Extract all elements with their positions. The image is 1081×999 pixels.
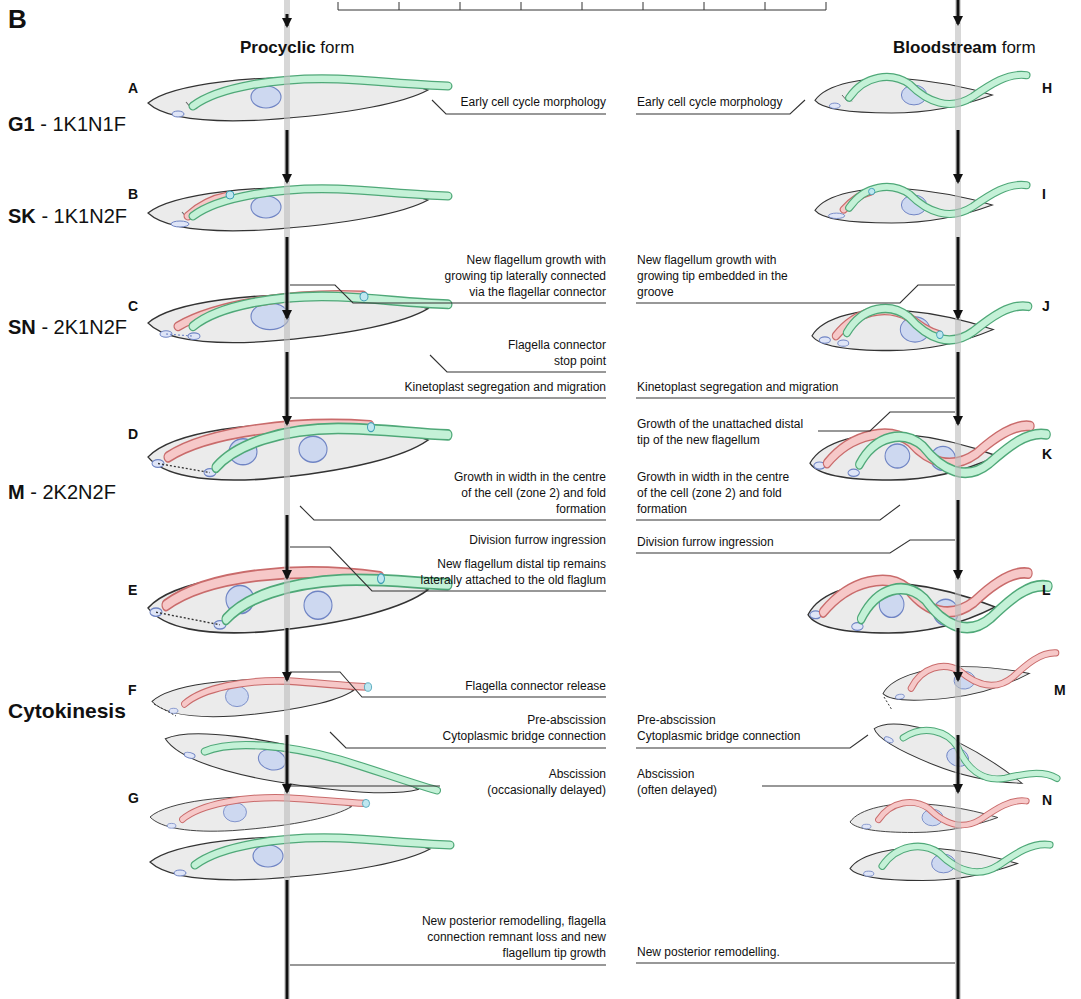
cell-l	[808, 573, 1048, 633]
stage-arrows	[287, 0, 958, 999]
panel-letter: B	[128, 186, 138, 203]
panel-letter: G	[128, 790, 139, 807]
cell-c	[148, 292, 448, 342]
stage-label-group: Cytokinesis	[8, 698, 126, 723]
stage-label: Cytokinesis	[8, 698, 126, 723]
panel-letter: N	[1042, 792, 1052, 809]
form-heading: form	[1002, 38, 1036, 58]
form-heading: form	[320, 38, 354, 58]
cell-g	[150, 797, 450, 880]
annotation: Cytoplasmic bridge connection	[443, 728, 606, 744]
stage-label: SN	[8, 315, 36, 339]
annotation: Growth in width in the centre of the cel…	[451, 469, 606, 517]
panel-label: B	[8, 4, 27, 35]
stage-label: SK	[8, 204, 36, 228]
form-heading-group: Procyclicform	[240, 38, 354, 58]
annotation: Pre-abscission	[527, 712, 606, 728]
annotation: Kinetoplast segregation and migration	[637, 379, 838, 395]
panel-letter: J	[1042, 298, 1050, 315]
cell-j	[812, 306, 1028, 351]
cell-a	[148, 77, 448, 120]
annotation: Division furrow ingression	[637, 534, 774, 550]
annotation: Pre-abscission	[637, 712, 716, 728]
annotation: Cytoplasmic bridge connection	[637, 728, 800, 744]
cell-i	[815, 185, 1027, 223]
stage-label: M	[8, 480, 25, 504]
panel-letter: L	[1042, 582, 1051, 599]
stage-label: G1	[8, 112, 35, 136]
panel-letter: H	[1042, 80, 1052, 97]
panel-letter: M	[1054, 682, 1066, 699]
stage-label: - 2K2N2F	[30, 480, 116, 504]
annotation: Growth in width in the centre of the cel…	[637, 469, 792, 517]
cell-b	[148, 187, 448, 230]
stage-label-group: G1- 1K1N1F	[8, 112, 126, 136]
form-heading-group: Bloodstreamform	[893, 38, 1036, 58]
stage-label-group: SN- 2K1N2F	[8, 315, 127, 339]
time-axis	[287, 0, 958, 999]
cell-e	[148, 572, 448, 633]
annotation: New flagellum distal tip remains lateral…	[396, 556, 606, 588]
annotation: Flagella connector release	[465, 678, 606, 694]
scale-bar	[338, 2, 826, 10]
panel-letter: I	[1042, 186, 1046, 203]
annotation: Early cell cycle morphology	[461, 94, 606, 110]
panel-letter: K	[1042, 446, 1052, 463]
stage-label: - 2K1N2F	[41, 315, 127, 339]
stage-label: - 1K1N1F	[40, 112, 126, 136]
stage-label: - 1K1N2F	[41, 204, 127, 228]
stage-label-group: SK- 1K1N2F	[8, 204, 127, 228]
annotation: (often delayed)	[637, 782, 717, 798]
annotation: New flagellum growth with growing tip em…	[637, 252, 802, 300]
leader-lines	[290, 100, 955, 965]
annotation: Division furrow ingression	[469, 532, 606, 548]
form-heading: Bloodstream	[893, 38, 997, 58]
panel-letter: F	[128, 682, 137, 699]
annotation: (occasionally delayed)	[487, 782, 606, 798]
annotation: New posterior remodelling, flagella conn…	[421, 913, 606, 961]
stage-label-group: M- 2K2N2F	[8, 480, 116, 504]
panel-letter: E	[128, 582, 137, 599]
form-heading: Procyclic	[240, 38, 316, 58]
annotation: New posterior remodelling.	[637, 944, 780, 960]
annotation: Early cell cycle morphology	[637, 94, 782, 110]
annotation: Abscission	[549, 766, 606, 782]
cell-h	[815, 75, 1027, 113]
annotation: Kinetoplast segregation and migration	[405, 379, 606, 395]
panel-letter: C	[128, 298, 138, 315]
cell-k	[810, 426, 1047, 480]
annotation: Growth of the unattached distal tip of t…	[637, 416, 809, 448]
annotation: Abscission	[637, 766, 694, 782]
panel-letter: D	[128, 426, 138, 443]
annotation: Flagella connector stop point	[486, 337, 606, 369]
cell-n	[850, 801, 1050, 881]
cell-f	[152, 680, 439, 822]
panel-letter: A	[128, 80, 138, 97]
annotation: New flagellum growth with growing tip la…	[428, 252, 606, 300]
cell-d	[148, 423, 448, 481]
